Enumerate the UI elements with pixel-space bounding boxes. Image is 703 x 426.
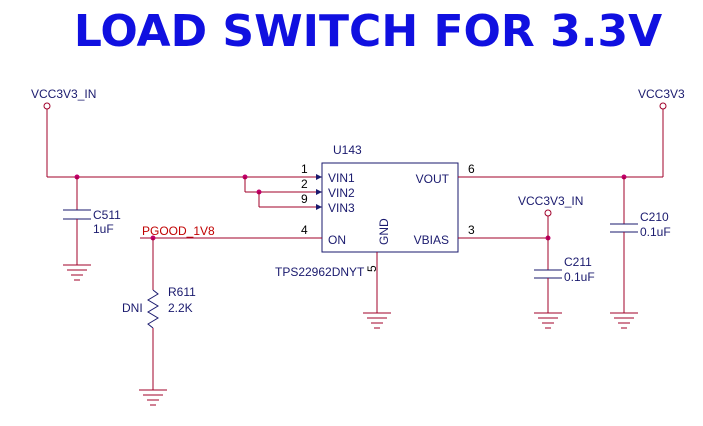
ic-u143-body	[321, 162, 459, 253]
port-label-vcc-out-right: VCC3V3	[638, 87, 685, 101]
ground-icon	[610, 312, 638, 329]
c211-value: 0.1uF	[564, 270, 595, 284]
port-vcc-out-right-icon	[659, 102, 667, 110]
c511-ref: C511	[93, 208, 121, 222]
pin-num-vout: 6	[468, 162, 475, 176]
c511-value: 1uF	[93, 222, 114, 236]
pin-num-vbias: 3	[468, 223, 475, 237]
pin-name-vin3: VIN3	[328, 201, 355, 215]
ground-icon	[363, 312, 391, 329]
pin-name-gnd: GND	[377, 218, 391, 245]
c210-value: 0.1uF	[640, 225, 671, 239]
ground-icon	[63, 264, 91, 281]
ic-refdes: U143	[333, 143, 362, 157]
pin-name-vin1: VIN1	[328, 171, 355, 185]
r611-dni: DNI	[122, 301, 143, 315]
c210-ref: C210	[640, 210, 669, 224]
port-label-vcc-in-mid: VCC3V3_IN	[518, 194, 583, 208]
r611-ref: R611	[168, 285, 196, 299]
pin-name-vout: VOUT	[416, 172, 450, 186]
ground-icon	[139, 389, 167, 406]
pin-num-vin1: 1	[301, 162, 308, 176]
pin-num-vin3: 9	[301, 192, 308, 206]
port-label-vcc-in-left: VCC3V3_IN	[31, 87, 96, 101]
schematic-title: LOAD SWITCH FOR 3.3V	[74, 6, 662, 57]
pin-name-vbias: VBIAS	[414, 233, 449, 247]
net-label-pgood: PGOOD_1V8	[142, 224, 215, 238]
r611-body	[147, 289, 159, 329]
pin-num-on: 4	[301, 223, 308, 237]
pin-name-vin2: VIN2	[328, 186, 355, 200]
pin-num-gnd: 5	[365, 265, 379, 272]
c211-ref: C211	[564, 255, 592, 269]
port-vcc-in-left-icon	[43, 102, 51, 110]
r611-value: 2.2K	[168, 301, 193, 315]
pin-name-on: ON	[328, 233, 346, 247]
ground-icon	[534, 312, 562, 329]
pin-num-vin2: 2	[301, 177, 308, 191]
pin-arrow-icon	[316, 174, 322, 210]
ic-part-number: TPS22962DNYT	[275, 265, 365, 279]
port-vcc-in-mid-icon	[544, 209, 552, 217]
